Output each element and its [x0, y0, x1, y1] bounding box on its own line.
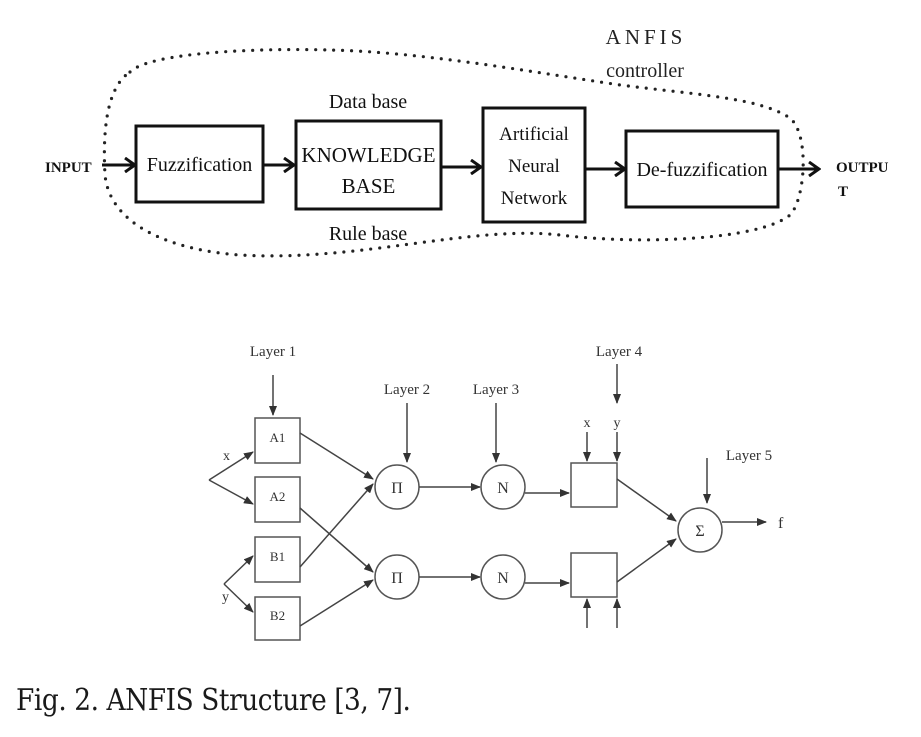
knowledge-base-block: [294, 119, 443, 211]
node-pi-1-symbol: Π: [391, 480, 403, 497]
node-b1-label: B1: [270, 549, 285, 564]
ann-label-line1: Artificial: [499, 124, 569, 145]
input-x-to-a2: [208, 479, 254, 505]
defuzzification-block: [624, 129, 780, 209]
node-n-1: [480, 464, 526, 510]
node-sum-symbol: Σ: [695, 523, 704, 540]
data-base-label: Data base: [329, 91, 407, 113]
node-a1: [254, 417, 301, 464]
input-y-label: y: [222, 590, 229, 605]
input-y-to-b2: [223, 583, 254, 613]
node-sum: [677, 507, 723, 553]
node-b2: [254, 596, 301, 641]
anfis-network-diagram: Layer 1 Layer 2 Layer 3 Layer 4 Layer 5 …: [208, 344, 784, 641]
layer4-input-x-label: x: [584, 416, 591, 431]
anfis-label: ANFIS: [606, 25, 687, 49]
input-y-to-b1: [223, 555, 254, 585]
controller-label: controller: [606, 60, 684, 82]
ann-label-line3: Network: [501, 188, 568, 209]
a2-to-pi2: [299, 507, 374, 573]
input-x-label: x: [223, 449, 230, 464]
output-label-line1: OUTPU: [836, 160, 889, 176]
knowledge-base-label-line1: KNOWLEDGE: [301, 143, 435, 167]
controller-boundary: [102, 47, 805, 258]
b1-to-pi1: [299, 483, 374, 568]
layer-5-label: Layer 5: [726, 448, 772, 464]
figure-caption: Fig. 2. ANFIS Structure [3, 7].: [16, 683, 411, 718]
node-a2: [254, 476, 301, 523]
fuzzification-block: [134, 124, 265, 204]
layer-1-label: Layer 1: [250, 344, 296, 360]
fuzzification-label: Fuzzification: [147, 154, 253, 176]
defuzzification-label: De-fuzzification: [636, 159, 767, 181]
layer4-input-y-label: y: [614, 416, 621, 431]
node-a1-label: A1: [270, 430, 286, 445]
l4-2-to-sum: [616, 538, 677, 583]
top-block-diagram: ANFIS controller INPUT Fuzzification Dat…: [45, 25, 889, 258]
node-n-2-symbol: N: [497, 570, 509, 587]
node-layer4-2: [570, 552, 618, 598]
knowledge-base-label-line2: BASE: [342, 174, 396, 198]
output-label-line2: T: [838, 184, 848, 200]
ann-label-line2: Neural: [508, 156, 560, 177]
l4-1-to-sum: [616, 478, 677, 522]
a1-to-pi1: [299, 432, 374, 480]
node-b1: [254, 536, 301, 583]
layer-2-label: Layer 2: [384, 382, 430, 398]
b2-to-pi2: [299, 579, 374, 627]
node-a2-label: A2: [270, 489, 286, 504]
layer-4-label: Layer 4: [596, 344, 643, 360]
output-f-label: f: [778, 515, 784, 532]
rule-base-label: Rule base: [329, 223, 407, 245]
node-b2-label: B2: [270, 608, 285, 623]
input-x-to-a1: [208, 451, 254, 481]
input-label: INPUT: [45, 160, 92, 176]
layer-3-label: Layer 3: [473, 382, 519, 398]
node-n-2: [480, 554, 526, 600]
node-n-1-symbol: N: [497, 480, 509, 497]
ann-block: [481, 106, 587, 224]
node-layer4-1: [570, 462, 618, 508]
node-pi-2-symbol: Π: [391, 570, 403, 587]
